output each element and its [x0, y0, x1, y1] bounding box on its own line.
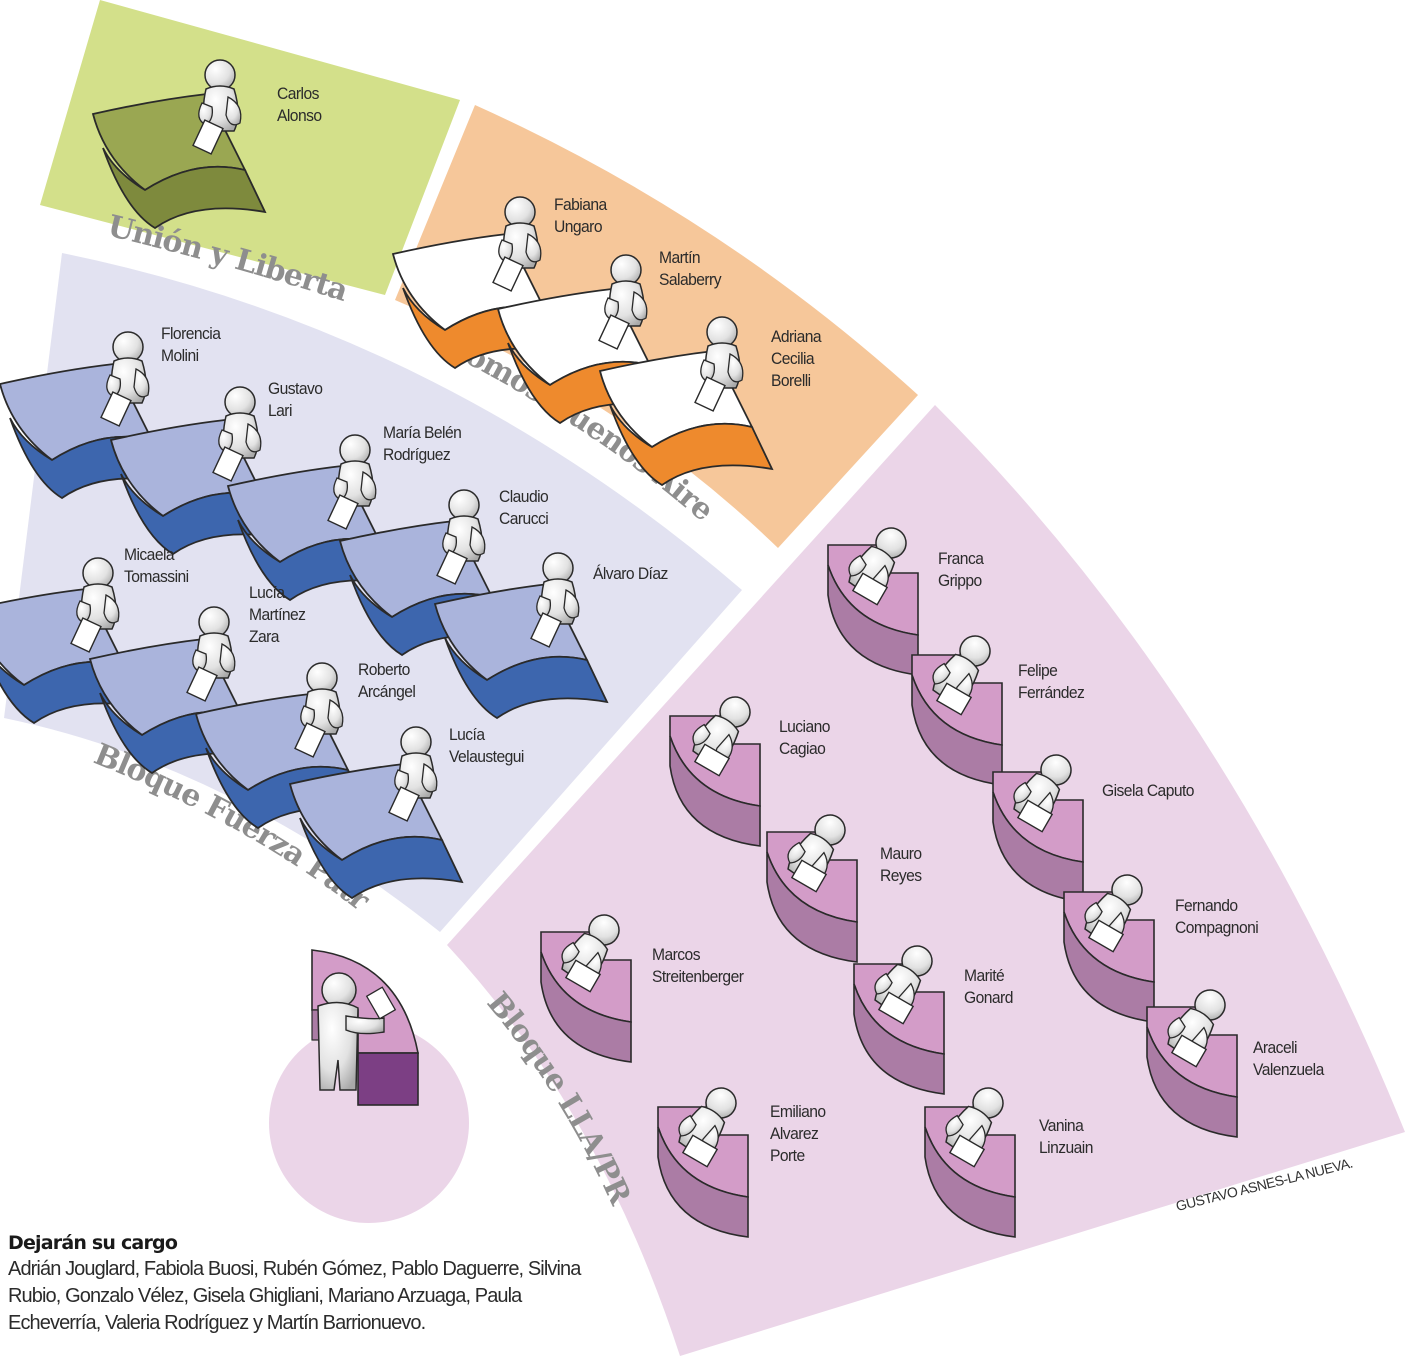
document-icon: [388, 786, 420, 822]
document-icon: [436, 549, 468, 585]
member-name: Marité Gonard: [964, 966, 1013, 1007]
president-figure-icon: [317, 972, 397, 1091]
member-figure-icon: [300, 662, 344, 735]
member-name: María Belén Rodríguez: [383, 423, 462, 464]
seat: [657, 1087, 749, 1238]
document-icon: [100, 391, 132, 427]
leaving-members-section: Dejarán su cargo Adrián Jouglard, Fabiol…: [8, 1232, 608, 1337]
member-name: Lucía Velaustegui: [449, 725, 524, 766]
member-name: Fabiana Ungaro: [554, 195, 607, 236]
member-name: Gisela Caputo: [1102, 781, 1194, 800]
member-figure-icon: [442, 489, 486, 562]
member-name: Emiliano Alvarez Porte: [770, 1102, 826, 1165]
member-figure-icon: [394, 726, 438, 799]
document-icon: [564, 959, 602, 993]
member-name: Florencia Molini: [161, 324, 221, 365]
bloc-seats-fp: [0, 331, 609, 900]
document-icon: [851, 572, 889, 606]
leaving-title: Dejarán su cargo: [8, 1232, 178, 1254]
leaving-list: Adrián Jouglard, Fabiola Buosi, Rubén Gó…: [8, 1258, 581, 1334]
document-icon: [530, 612, 562, 648]
seat: [598, 316, 774, 487]
seat: [827, 527, 919, 676]
seat: [433, 552, 609, 720]
seat: [853, 945, 945, 1095]
member-figure-icon: [498, 196, 542, 269]
member-figure-icon: [198, 59, 242, 132]
member-name: Araceli Valenzuela: [1253, 1038, 1324, 1079]
member-figure-icon: [604, 254, 648, 327]
seat: [924, 1087, 1016, 1238]
member-figure-icon: [218, 386, 262, 459]
document-icon: [693, 743, 731, 777]
member-name: Lucía Martínez Zara: [249, 583, 306, 646]
seat: [992, 754, 1084, 903]
document-icon: [212, 446, 244, 482]
document-icon: [327, 494, 359, 530]
document-icon: [790, 859, 828, 893]
seats-layer: [0, 59, 1238, 1238]
seat: [669, 696, 761, 847]
document-icon: [877, 991, 915, 1025]
seat: [91, 59, 267, 230]
seat: [766, 814, 858, 963]
bloc-seats-sba: [391, 196, 774, 487]
document-icon: [365, 986, 397, 1020]
bloc-seats-union: [91, 59, 267, 230]
member-name: Luciano Cagiao: [779, 717, 830, 758]
member-figure-icon: [700, 316, 744, 389]
member-figure-icon: [192, 606, 236, 679]
seat: [1063, 874, 1155, 1023]
president-seat: [311, 949, 419, 1106]
member-name: Carlos Alonso: [277, 84, 322, 125]
document-icon: [694, 376, 726, 412]
document-icon: [681, 1134, 719, 1168]
seat: [911, 635, 1003, 786]
document-icon: [1087, 919, 1125, 953]
document-icon: [186, 666, 218, 702]
member-name: Marcos Streitenberger: [652, 945, 744, 986]
seat: [1146, 989, 1238, 1138]
document-icon: [492, 256, 524, 292]
document-icon: [598, 314, 630, 350]
document-icon: [192, 119, 224, 155]
member-name: Fernando Compagnoni: [1175, 896, 1259, 937]
member-figure-icon: [333, 434, 377, 507]
member-name: Felipe Ferrández: [1018, 661, 1085, 702]
member-name: Mauro Reyes: [880, 844, 922, 885]
member-figure-icon: [106, 331, 150, 404]
document-icon: [948, 1134, 986, 1168]
member-name: Franca Grippo: [938, 549, 984, 590]
document-icon: [294, 722, 326, 758]
member-name: Álvaro Díaz: [593, 564, 668, 583]
document-icon: [935, 682, 973, 716]
member-name: Gustavo Lari: [268, 379, 323, 420]
member-name: Vanina Linzuain: [1039, 1116, 1093, 1157]
seat: [540, 914, 632, 1063]
document-icon: [1170, 1034, 1208, 1068]
member-figure-icon: [76, 557, 120, 630]
document-icon: [70, 617, 102, 653]
member-figure-icon: [536, 552, 580, 625]
member-name: Micaela Tomassini: [124, 545, 189, 586]
member-name: Martín Salaberry: [659, 248, 722, 289]
seat: [288, 726, 464, 900]
bloc-seats-lla: [540, 527, 1238, 1238]
document-icon: [1016, 799, 1054, 833]
member-name: Adriana Cecilia Borelli: [771, 327, 822, 390]
member-name: Roberto Arcángel: [358, 660, 416, 701]
member-name: Claudio Carucci: [499, 487, 549, 528]
